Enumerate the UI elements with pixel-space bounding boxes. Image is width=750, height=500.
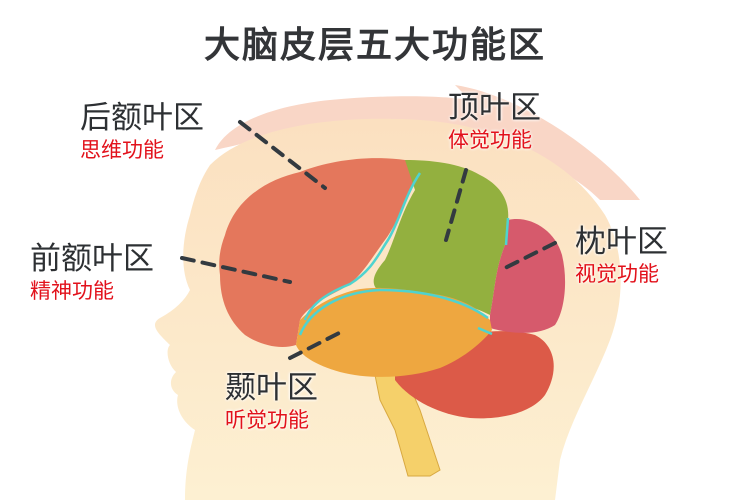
region-function: 精神功能 [30, 279, 114, 303]
region-function: 体觉功能 [448, 128, 532, 152]
region-name: 枕叶区 [575, 224, 668, 260]
leader-lines [180, 120, 557, 360]
region-name: 颞叶区 [225, 370, 318, 406]
label-posterior-frontal: 后额叶区 思维功能 [80, 100, 204, 164]
lobe-boundary [298, 172, 510, 336]
label-temporal: 颞叶区 听觉功能 [225, 370, 318, 434]
region-name: 顶叶区 [448, 90, 541, 126]
label-anterior-frontal: 前额叶区 精神功能 [30, 241, 154, 305]
parietal-lobe [373, 160, 509, 315]
hair-shape [215, 85, 640, 200]
region-function: 听觉功能 [225, 408, 309, 432]
region-function: 视觉功能 [575, 262, 659, 286]
region-name: 后额叶区 [80, 100, 204, 136]
frontal-lobe [219, 158, 420, 347]
label-occipital: 枕叶区 视觉功能 [575, 224, 668, 288]
region-name: 前额叶区 [30, 241, 154, 277]
page-title: 大脑皮层五大功能区 [203, 25, 546, 66]
label-parietal: 顶叶区 体觉功能 [448, 90, 541, 154]
region-function: 思维功能 [80, 138, 164, 162]
temporal-lobe [296, 287, 492, 377]
